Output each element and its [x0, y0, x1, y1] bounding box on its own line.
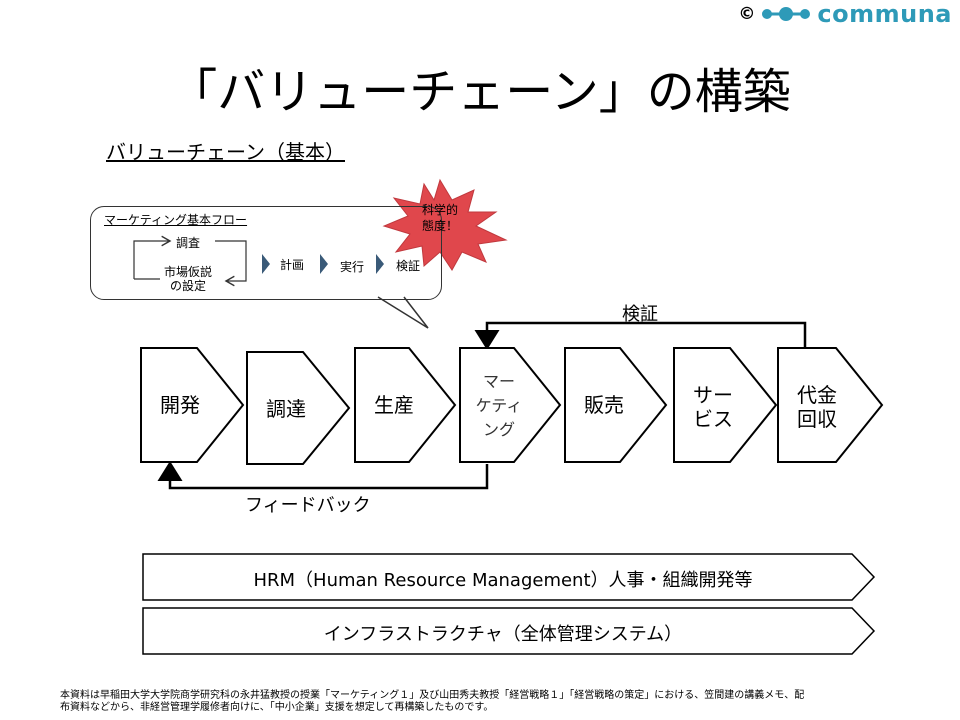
flow-triangle-2	[320, 254, 328, 274]
bubble-hypothesis-label: 市場仮説の設定	[163, 265, 212, 293]
survey-loop-arrow	[133, 241, 170, 279]
bubble-verify-label: 検証	[396, 259, 421, 273]
stage-collection-chevron	[777, 347, 884, 463]
stage-production-label: 生産	[374, 393, 414, 417]
logo-dots-icon	[761, 6, 811, 22]
bubble-title: マーケティング基本フロー	[104, 213, 248, 227]
hypothesis-loop-arrow	[215, 240, 247, 281]
stage-development-chevron	[140, 347, 245, 463]
feedback-loop-arrow	[157, 461, 489, 490]
feedback-loop-label: フィードバック	[245, 495, 371, 516]
flow-triangle-3	[376, 254, 384, 274]
scientific-attitude-burst	[382, 178, 508, 271]
hrm-bar	[142, 553, 876, 601]
bubble-execute-label: 実行	[340, 260, 365, 274]
copyright-mark: ©	[738, 4, 756, 24]
stage-sales-label: 販売	[584, 393, 624, 417]
stage-procurement-chevron	[246, 351, 351, 465]
bubble-plan-label: 計画	[280, 258, 305, 272]
verify-loop-label: 検証	[622, 304, 658, 325]
page-title: 「バリューチェーン」の構築	[169, 64, 791, 120]
stage-marketing-chevron	[459, 347, 562, 463]
stage-collection-label: 代金回収	[797, 383, 837, 431]
communa-logo: © communa	[738, 0, 952, 28]
stage-sales-chevron	[564, 347, 668, 463]
footnote: 本資料は早稲田大学大学院商学研究科の永井猛教授の授業「マーケティング１」及び山田…	[60, 690, 805, 713]
infrastructure-bar	[142, 607, 876, 655]
flow-triangle-1	[262, 254, 270, 274]
section-subtitle: バリューチェーン（基本）	[106, 140, 345, 164]
bubble-tail	[377, 296, 429, 329]
hrm-bar-label: HRM（Human Resource Management）人事・組織開発等	[253, 570, 753, 591]
communa-wordmark: communa	[817, 0, 952, 28]
burst-text: 科学的態度！	[421, 203, 458, 233]
infrastructure-bar-label: インフラストラクチャ（全体管理システム）	[323, 624, 683, 645]
verify-loop-arrow	[474, 321, 807, 350]
marketing-flow-bubble	[90, 206, 442, 300]
stage-procurement-label: 調達	[266, 397, 306, 421]
stage-service-chevron	[673, 347, 778, 463]
stage-production-chevron	[354, 347, 457, 463]
stage-service-label: サービス	[693, 383, 733, 431]
stage-development-label: 開発	[160, 393, 200, 417]
bubble-survey-label: 調査	[176, 236, 201, 250]
stage-marketing-label: マーケティング	[475, 372, 523, 439]
